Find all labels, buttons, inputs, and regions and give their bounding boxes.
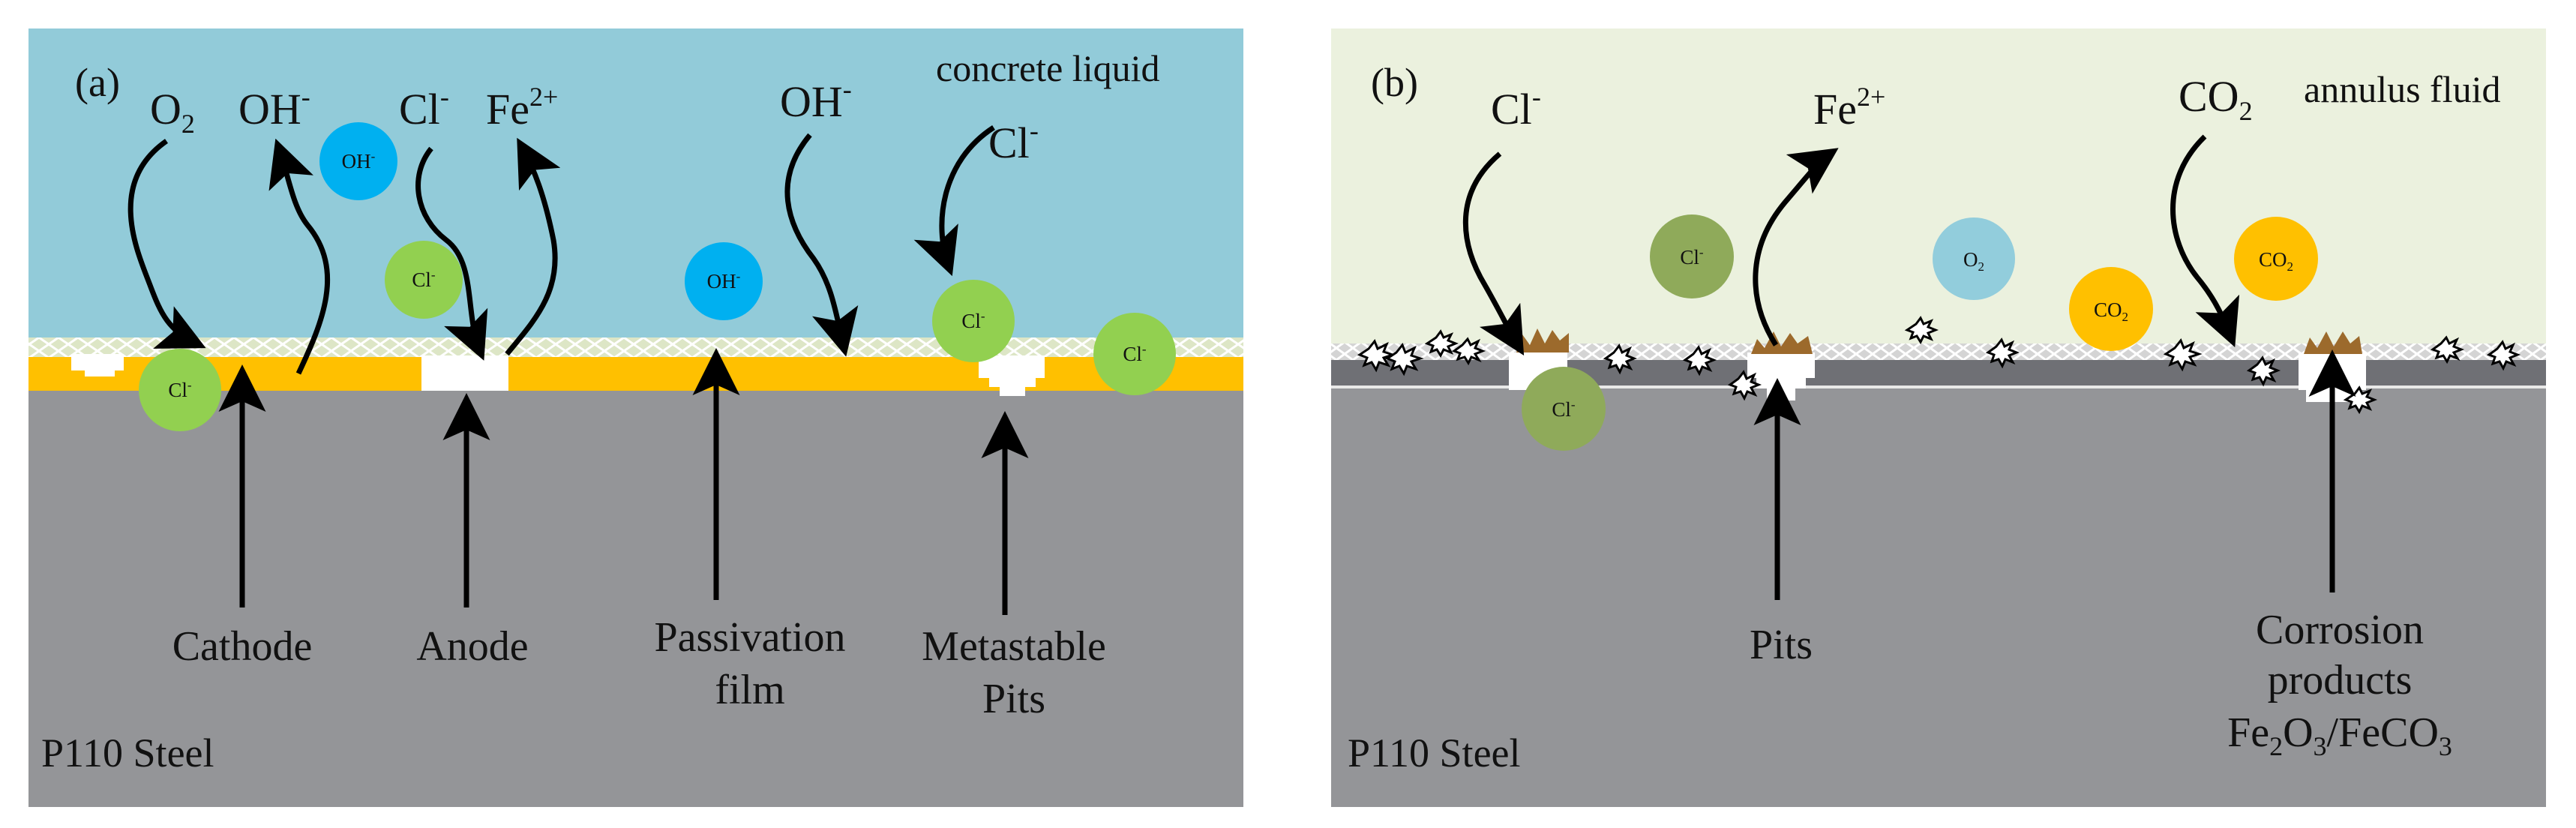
product-crown-left — [1516, 328, 1569, 352]
passivation-film-mesh — [28, 338, 1243, 357]
cl-particle-upper: Cl- — [1650, 214, 1734, 298]
svg-text:O2: O2 — [1963, 248, 1984, 274]
starburst-particles — [1357, 316, 2521, 415]
products-label-line3: Fe2O3/FeCO3 — [2227, 710, 2452, 761]
cl-attack-arrow — [1462, 152, 1525, 356]
svg-text:Cl-: Cl- — [1680, 245, 1704, 268]
pits-label: Pits — [1750, 622, 1813, 668]
passivation-label-line2: film — [715, 667, 784, 713]
co2-particle-left: CO2 — [2069, 267, 2153, 351]
product-crown-center — [1751, 332, 1813, 354]
fe-dissolution-arrow — [505, 137, 561, 356]
product-crown-right — [2304, 332, 2362, 354]
cl-particle-right: Cl- — [1093, 313, 1176, 395]
co2-attack-arrow — [2170, 134, 2240, 347]
annulus-fluid-label: annulus fluid — [2304, 68, 2500, 110]
panel-b-tag: (b) — [1371, 60, 1418, 105]
metastable-label-line2: Pits — [982, 676, 1045, 722]
svg-text:Cl-: Cl- — [168, 378, 192, 401]
porous-layer-mesh — [1331, 344, 2546, 360]
steel-substrate-a — [28, 391, 1243, 807]
metastable-pit — [979, 356, 1045, 396]
fe-species-label-b: Fe2+ — [1813, 82, 1885, 134]
products-label-line2: products — [2268, 657, 2413, 704]
concrete-liquid-label: concrete liquid — [936, 47, 1160, 89]
svg-text:CO2: CO2 — [2259, 248, 2293, 274]
svg-text:OH-: OH- — [707, 269, 741, 292]
o2-diffusion-arrow — [127, 139, 206, 349]
oh-species-label-a2: OH- — [780, 74, 852, 126]
concrete-liquid-region — [28, 28, 1243, 338]
fe-release-arrow — [1753, 148, 1839, 346]
svg-text:Cl-: Cl- — [412, 268, 436, 291]
cl-species-label-a: Cl- — [399, 82, 449, 134]
svg-text:Cl-: Cl- — [1552, 398, 1576, 421]
cl-species-label-a2: Cl- — [988, 116, 1039, 167]
annulus-fluid-region — [1331, 28, 2546, 344]
anode-label: Anode — [416, 623, 528, 670]
panel-b: (b) annulus fluid P110 Steel Cl- Fe2+ CO… — [1331, 28, 2546, 807]
fe-species-label-a: Fe2+ — [486, 82, 558, 134]
oh-particle-film: OH- — [685, 242, 763, 320]
steel-substrate-b — [1331, 388, 2546, 807]
oh-adsorption-arrow — [784, 133, 859, 357]
cl-species-label-b: Cl- — [1491, 82, 1541, 134]
cathode-label: Cathode — [172, 623, 313, 670]
p110-steel-label-a: P110 Steel — [41, 730, 214, 776]
anode-pit — [421, 356, 508, 391]
co2-particle-right: CO2 — [2234, 217, 2318, 301]
products-label-line1: Corrosion — [2256, 607, 2424, 653]
cathode-defect — [71, 354, 124, 376]
co2-species-label-b: CO2 — [2179, 72, 2253, 126]
cl-particle-middle: Cl- — [385, 241, 463, 319]
metastable-label-line1: Metastable — [922, 623, 1106, 670]
svg-text:CO2: CO2 — [2094, 298, 2128, 324]
oh-species-label-a: OH- — [238, 82, 310, 134]
o2-species-label-a: O2 — [150, 85, 195, 139]
cl-migration-arrow — [415, 146, 488, 361]
p110-steel-label-b: P110 Steel — [1348, 730, 1521, 776]
oh-release-arrow — [268, 138, 331, 375]
panel-a: (a) concrete liquid P110 Steel O2 OH- Cl… — [28, 28, 1243, 807]
o2-particle: O2 — [1933, 218, 2015, 300]
panel-a-tag: (a) — [75, 60, 120, 105]
cl-particle-at-pit: Cl- — [932, 280, 1015, 362]
svg-text:Cl-: Cl- — [1123, 342, 1147, 365]
passivation-label-line1: Passivation — [654, 614, 845, 661]
layer-interface-line — [1331, 386, 2546, 388]
cl-adsorption-arrow — [913, 125, 995, 277]
cl-particle-lower: Cl- — [1522, 367, 1606, 451]
cl-particle-at-cathode: Cl- — [139, 349, 221, 431]
svg-text:OH-: OH- — [342, 149, 376, 172]
oh-particle-top: OH- — [319, 122, 397, 200]
svg-text:Cl-: Cl- — [961, 309, 985, 332]
